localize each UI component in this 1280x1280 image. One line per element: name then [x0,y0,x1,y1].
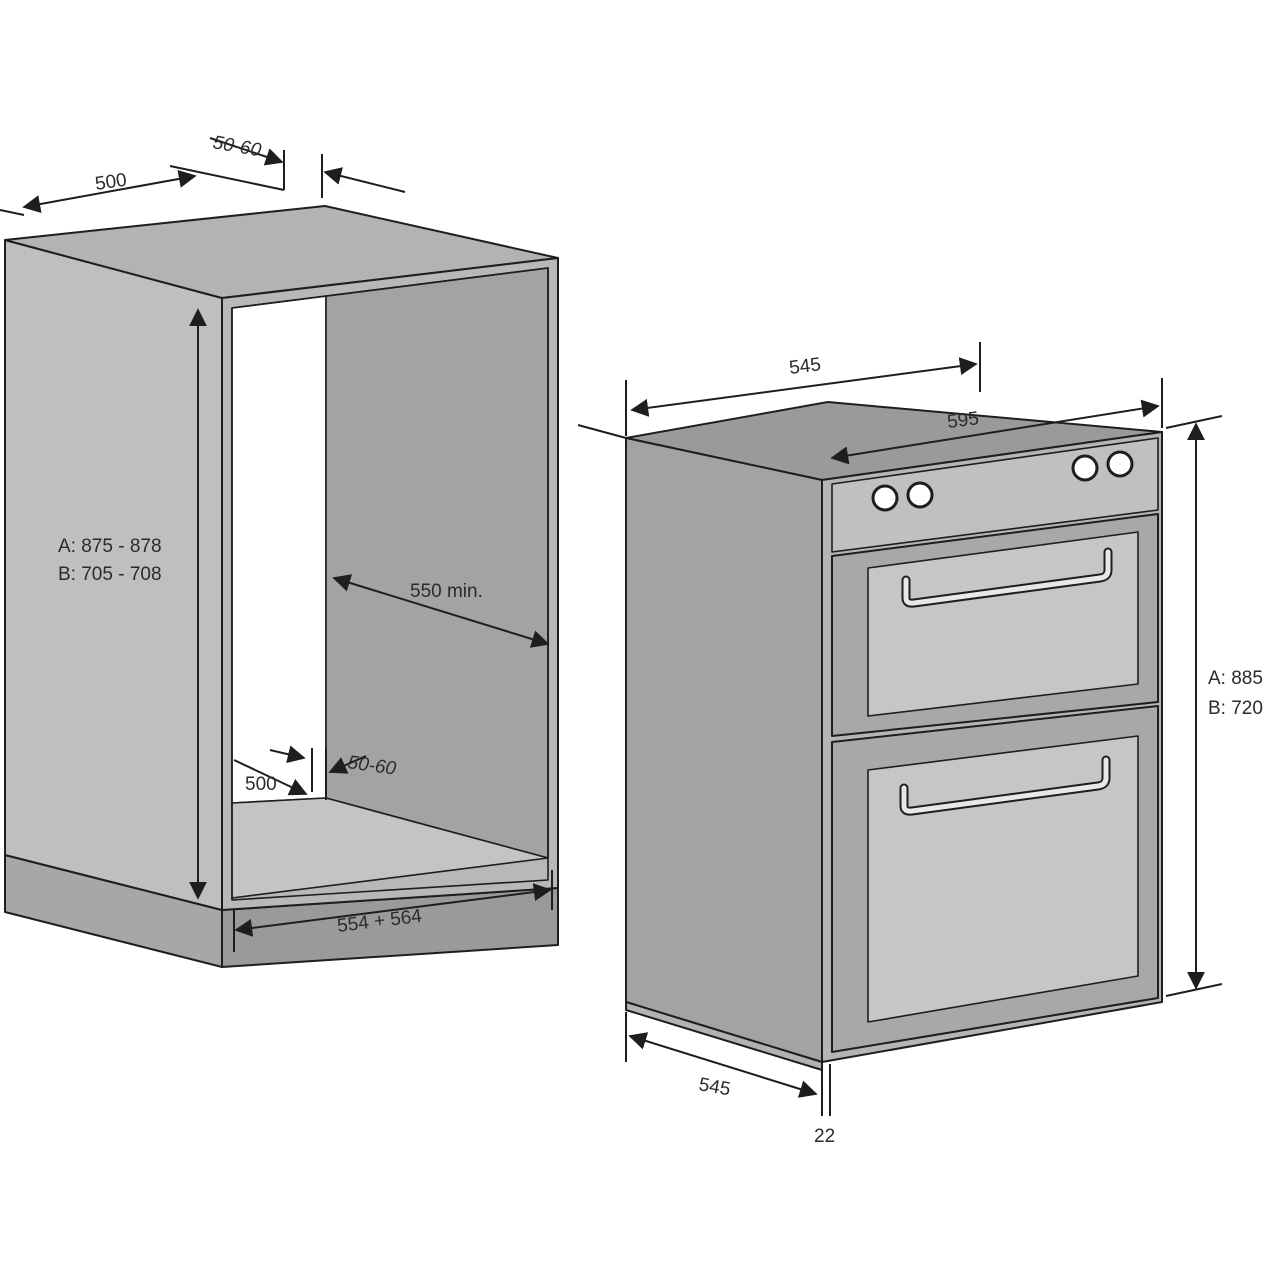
oven-lower-handle-hl [901,757,1109,814]
oven-width-label: 595 [946,408,980,433]
cabinet-inner-depth-label: 550 min. [410,581,483,602]
cabinet-drawing [4,205,559,968]
cabinet-top-depth-ext [0,209,25,216]
oven-height-a-label: A: 885 [1208,668,1263,689]
oven-side-body [625,437,823,1063]
oven-knob-icon-2 [906,481,934,509]
cabinet-bottom-gap-leader [328,755,367,774]
oven-door-thickness-label: 22 [814,1126,835,1147]
oven-top-depth-label: 545 [788,354,822,379]
cabinet-inner-depth-line [332,574,550,648]
cabinet-inner-side [231,295,327,804]
cabinet-width-line [234,883,552,937]
cabinet-bottom-depth-label: 500 [245,774,277,795]
cabinet-frame-inner-edge [231,267,549,901]
oven-height-ext-bottom [1165,983,1223,997]
oven-height-ext-top [1165,415,1223,429]
oven-dimensions: 545 595 A: 885 B: 720 545 22 [577,342,1263,1147]
oven-knob-icon-4 [1106,450,1134,478]
cabinet-top-gap-leader-a [209,137,284,166]
oven-top-depth-line [630,357,978,417]
cabinet-top-gap-guide [169,165,285,191]
oven-width-line [830,399,1160,465]
cabinet-top-gap-leader-b [323,167,406,193]
cabinet-bottom-depth-line [233,759,308,796]
cabinet-top-gap-label: 50-60 [211,132,263,161]
cabinet-top-depth-line [22,170,197,213]
oven-drawing [625,401,1163,1071]
oven-lower-window [867,735,1139,1023]
cabinet-bottom-depth-tick-a [269,745,306,764]
oven-side-depth-label: 545 [697,1074,732,1100]
oven-knob-icon-1 [871,484,899,512]
cabinet-height-b-label: B: 705 - 708 [58,564,162,585]
cabinet-height-a-label: A: 875 - 878 [58,536,162,557]
oven-upper-handle-hl [903,549,1111,606]
oven-side-depth-line [628,1032,818,1098]
oven-width-tick-a [577,424,627,439]
oven-height-b-label: B: 720 [1208,698,1263,719]
cabinet-top-depth-label: 500 [94,170,128,195]
oven-knob-icon-3 [1071,454,1099,482]
